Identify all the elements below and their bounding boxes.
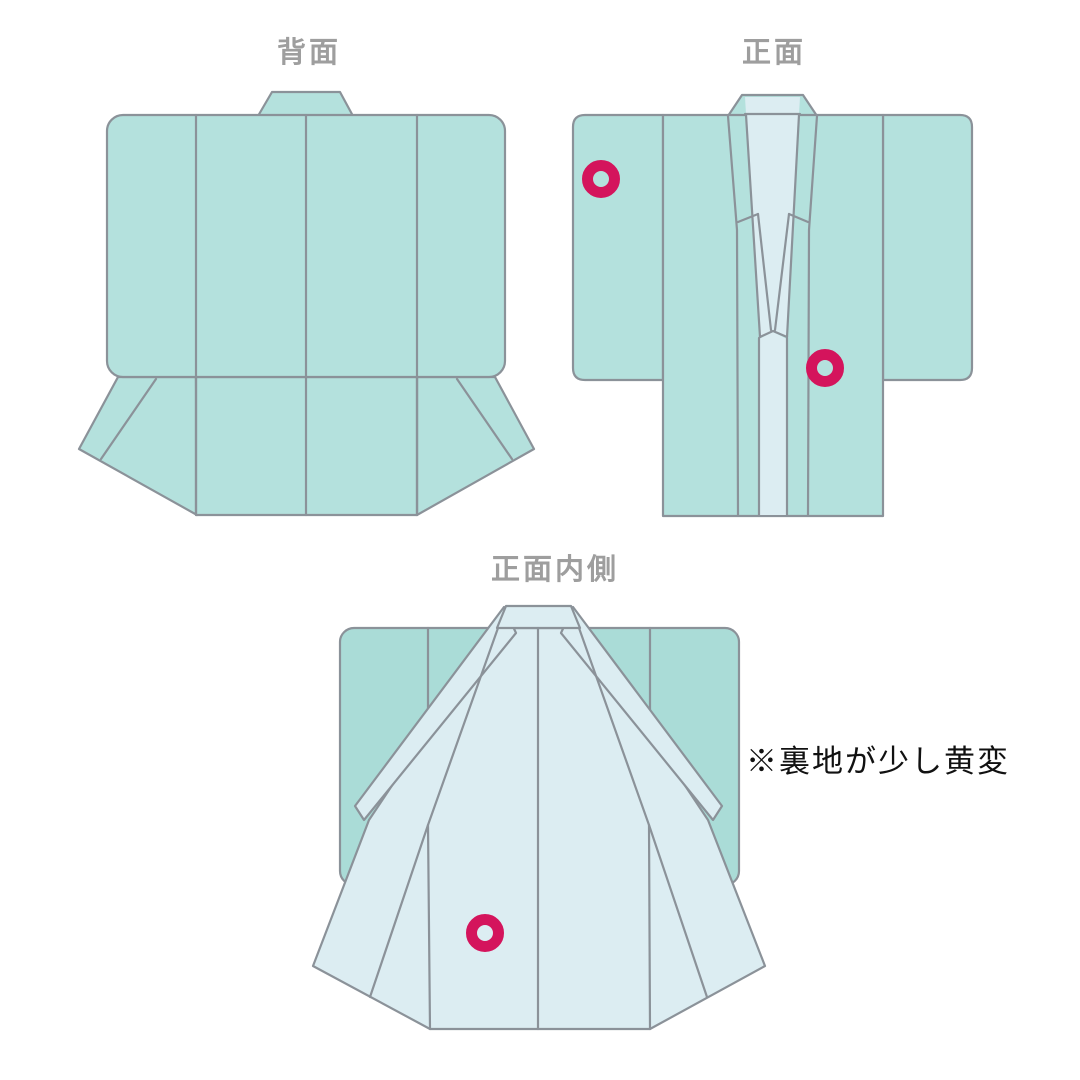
view-front: 正面 <box>571 37 974 518</box>
front-collar-left-shoulder-seam <box>736 212 760 224</box>
front-collar-inner-right-edge <box>785 113 801 339</box>
back-left-flare-seam <box>99 377 158 461</box>
view-front-inside-label: 正面内側 <box>491 553 619 586</box>
view-back-label: 背面 <box>277 36 341 69</box>
inside-right-okumi-seam <box>647 823 709 999</box>
damage-marker-right-front-panel <box>806 349 844 387</box>
front-collar-point-seam <box>758 329 789 339</box>
back-left-hem-flare <box>77 375 199 517</box>
inside-collar <box>495 604 582 630</box>
view-front-inside: 正面内側 <box>311 553 767 1031</box>
lining-yellowing-note: ※裏地が少し黄変 <box>746 744 1010 779</box>
front-collar-inner-left-edge <box>744 113 762 339</box>
front-collar-right-shoulder-seam <box>787 212 810 224</box>
damage-marker-lining <box>466 914 504 952</box>
back-right-flare-seam <box>455 377 514 461</box>
front-left-sleeve <box>571 113 665 382</box>
front-undercollar-right-seam <box>773 212 791 332</box>
back-right-hem-flare <box>415 375 536 517</box>
front-undercollar-left-seam <box>756 212 773 332</box>
view-front-label: 正面 <box>742 37 806 69</box>
front-right-sleeve <box>881 113 974 382</box>
inside-left-okumi-seam <box>368 823 430 999</box>
front-collar-inner-lining <box>745 97 800 114</box>
front-collar-outer-right-edge <box>806 114 819 517</box>
back-collar <box>256 90 355 118</box>
view-back: 背面 <box>77 36 536 517</box>
front-opening-strip-lining <box>759 332 787 515</box>
front-neck-opening-lining <box>747 115 798 336</box>
damage-marker-left-sleeve <box>582 160 620 198</box>
front-collar-outer-left-edge <box>726 114 740 517</box>
